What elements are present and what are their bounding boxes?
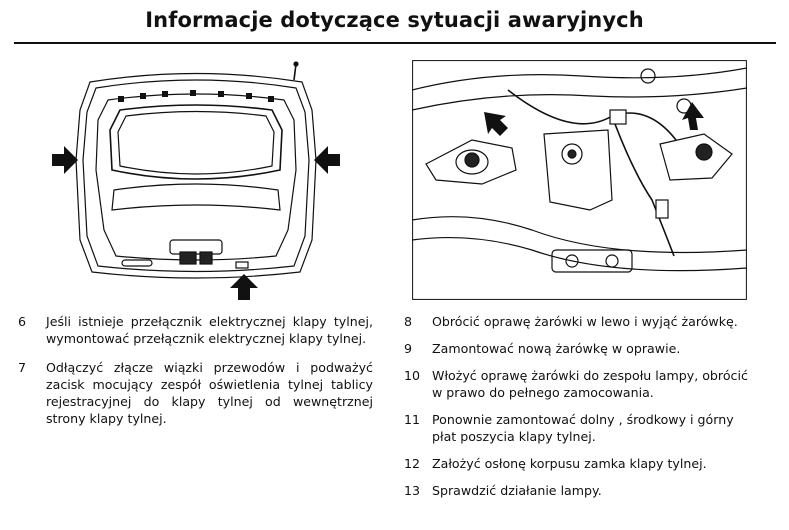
panel-edge-top: [412, 67, 747, 91]
steps-right-column: 8 Obrócić oprawę żarówki w lewo i wyjąć …: [404, 313, 759, 509]
step-item: 10 Włożyć oprawę żarówki do zespołu lamp…: [404, 367, 759, 401]
bottom-arrow-icon: [230, 274, 258, 300]
panel-edge-2: [412, 87, 747, 111]
lower-clip-plate: [551, 249, 633, 273]
step-number: 7: [18, 360, 27, 375]
left-lamp-arrow-icon: [484, 112, 508, 136]
step-number: 10: [404, 368, 421, 383]
step-text: Zamontować nową żarówkę w oprawie.: [432, 341, 681, 356]
step-item: 7 Odłączyć złącze wiązki przewodów i pod…: [18, 359, 373, 427]
left-arrow-icon: [52, 146, 78, 174]
small-clip-2: [121, 259, 153, 267]
right-bulb: [695, 143, 713, 161]
tailgate-outer-outline: [75, 72, 317, 279]
steps-left-column: 6 Jeśli istnieje przełącznik elektryczne…: [18, 313, 373, 439]
step-number: 13: [404, 483, 421, 498]
tailgate-lower-panel: [111, 183, 281, 211]
top-fastener: [640, 68, 656, 84]
wire-end: [293, 61, 299, 67]
step-number: 12: [404, 456, 421, 471]
top-clip-row: [118, 90, 274, 102]
step-item: 8 Obrócić oprawę żarówki w lewo i wyjąć …: [404, 313, 759, 330]
left-lamp-housing: [425, 139, 517, 185]
step-text: Założyć osłonę korpusu zamka klapy tylne…: [432, 456, 707, 471]
lower-bolt-1: [565, 254, 579, 268]
left-bulb-holder: [455, 149, 489, 175]
right-lamp-arrow-icon: [682, 102, 704, 130]
wire-harness: [507, 89, 677, 257]
right-arrow-icon: [314, 146, 340, 174]
latch-block-2: [199, 251, 213, 265]
latch-block: [179, 251, 197, 265]
step-item: 12 Założyć osłonę korpusu zamka klapy ty…: [404, 455, 759, 472]
left-bulb: [464, 152, 480, 168]
step-text: Włożyć oprawę żarówki do zespołu lampy, …: [432, 368, 748, 400]
tailgate-outer-outline-2: [82, 79, 310, 273]
lower-bolt-2: [605, 254, 619, 268]
tailgate-glass-opening: [109, 104, 283, 180]
step-number: 9: [404, 341, 413, 356]
center-bolt: [561, 143, 583, 165]
step-text: Sprawdzić działanie lampy.: [432, 483, 602, 498]
tailgate-inner-frame: [95, 93, 297, 261]
connector-block: [609, 109, 627, 125]
step-item: 6 Jeśli istnieje przełącznik elektryczne…: [18, 313, 373, 347]
step-text: Ponownie zamontować dolny , środkowy i g…: [432, 412, 734, 444]
right-lamp-housing: [659, 133, 733, 181]
center-bolt-inner: [567, 149, 577, 159]
step-item: 9 Zamontować nową żarówkę w oprawie.: [404, 340, 759, 357]
lamp-diagram-figure: [412, 60, 747, 300]
connector-block-2: [655, 199, 669, 219]
title-rule: [14, 42, 776, 44]
step-number: 8: [404, 314, 413, 329]
step-text: Obrócić oprawę żarówki w lewo i wyjąć ża…: [432, 314, 738, 329]
step-item: 13 Sprawdzić działanie lampy.: [404, 482, 759, 499]
step-number: 11: [404, 412, 421, 427]
panel-boundary-2: [412, 236, 747, 272]
figure-frame: [412, 60, 747, 300]
step-text: Odłączyć złącze wiązki przewodów i podwa…: [46, 360, 373, 426]
wire-top-right: [293, 63, 297, 81]
step-text: Jeśli istnieje przełącznik elektrycznej …: [46, 314, 373, 346]
step-item: 11 Ponownie zamontować dolny , środkowy …: [404, 411, 759, 445]
panel-boundary: [412, 216, 747, 254]
center-bracket: [543, 129, 613, 211]
page-title: Informacje dotyczące sytuacji awaryjnych: [145, 8, 644, 32]
small-clip: [235, 261, 249, 269]
tailgate-diagram-figure: [52, 61, 340, 300]
tailgate-glass-inner: [117, 110, 275, 175]
step-number: 6: [18, 314, 27, 329]
